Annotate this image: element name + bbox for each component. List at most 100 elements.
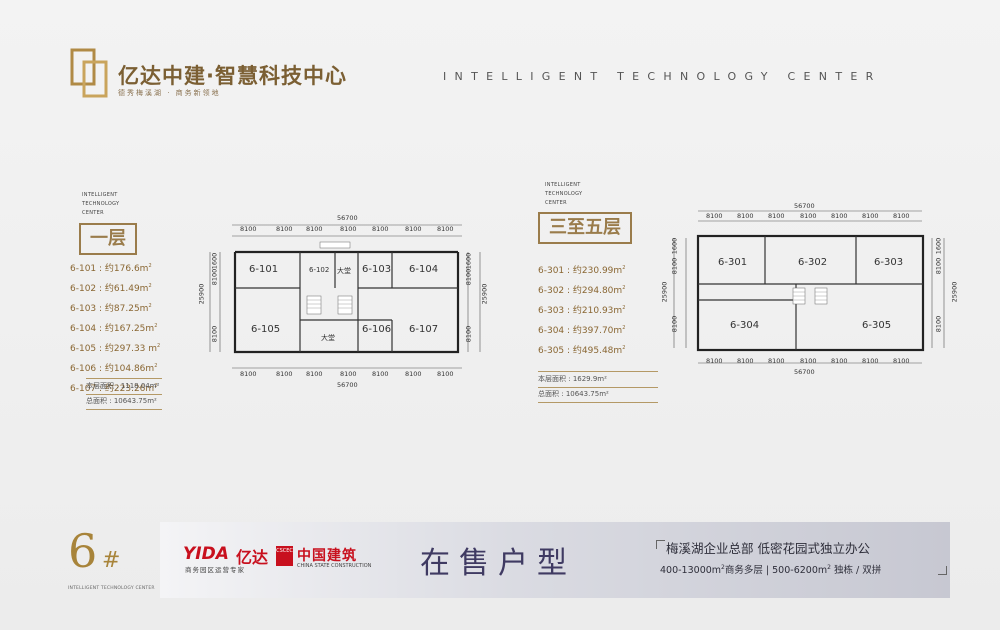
floor3to5-unit-list: 6-301 : 约230.99m2 6-302 : 约294.80m2 6-30…	[538, 260, 625, 360]
side-dim: 8100	[464, 325, 473, 343]
bay-dim: 8100	[831, 212, 848, 220]
unit-row: 6-302 : 约294.80m2	[538, 285, 626, 296]
depth-dim: 25900	[480, 283, 489, 305]
floor1-total-width: 56700	[337, 214, 358, 222]
unit-row: 6-106 : 约104.86m2	[70, 363, 158, 374]
bay-dim: 8100	[768, 212, 785, 220]
room-label: 6-101	[249, 264, 279, 275]
bay-dim: 8100	[306, 370, 323, 378]
bay-dim: 8100	[276, 370, 293, 378]
room-label: 大堂	[321, 334, 335, 342]
side-dim: 8100	[464, 268, 473, 286]
depth-dim: 25900	[197, 283, 206, 305]
floor3to5-total-area: 总面积 : 10643.75m²	[538, 387, 658, 403]
room-label: 6-301	[718, 257, 748, 268]
bay-dim: 8100	[800, 212, 817, 220]
unit-row: 6-102 : 约61.49m2	[70, 283, 152, 294]
room-label: 6-107	[409, 324, 439, 335]
unit-row: 6-104 : 约167.25m2	[70, 323, 158, 334]
cscec-english: CHINA STATE CONSTRUCTION	[297, 563, 372, 569]
cscec-logo-icon: CSCEC	[276, 546, 293, 566]
bracket-top-left	[656, 540, 665, 549]
unit-row: 6-101 : 约176.6m2	[70, 263, 152, 274]
unit-row: 6-303 : 约210.93m2	[538, 305, 626, 316]
building-hash: #	[102, 548, 121, 573]
floor1-plan	[209, 224, 481, 369]
bay-dim: 8100	[706, 357, 723, 365]
yida-logo: YIDA	[183, 544, 229, 564]
bay-dim: 8100	[437, 370, 454, 378]
room-label: 6-303	[874, 257, 904, 268]
building-number: 6	[68, 524, 98, 578]
bay-dim: 8100	[240, 370, 257, 378]
bay-dim: 8100	[405, 370, 422, 378]
bay-dim: 8100	[340, 370, 357, 378]
room-label: 6-105	[251, 324, 281, 335]
banner-title: 在售户型	[420, 546, 576, 581]
floor3to5-total-width-bottom: 56700	[794, 368, 815, 376]
bay-dim: 8100	[737, 212, 754, 220]
bay-dim: 8100	[372, 225, 389, 233]
side-dim: 1600	[210, 252, 219, 270]
bay-dim: 8100	[737, 357, 754, 365]
bay-dim: 8100	[893, 357, 910, 365]
room-label: 6-103	[362, 264, 392, 275]
room-label: 6-305	[862, 320, 892, 331]
logo-icon	[70, 48, 108, 98]
side-dim: 8100	[670, 315, 679, 333]
yida-slogan: 商务园区运营专家	[185, 566, 245, 574]
room-label: 6-304	[730, 320, 760, 331]
floor3to5-plan	[673, 210, 945, 364]
bay-dim: 8100	[893, 212, 910, 220]
bay-dim: 8100	[306, 225, 323, 233]
unit-row: 6-305 : 约495.48m2	[538, 345, 626, 356]
bay-dim: 8100	[276, 225, 293, 233]
floor1-floor-area: 本层面积 : 1118.04m²	[86, 378, 162, 395]
unit-row: 6-107 : 约223.26m2	[70, 383, 158, 394]
building-english: INTELLIGENT TECHNOLOGY CENTER	[68, 586, 155, 591]
bay-dim: 8100	[706, 212, 723, 220]
yida-logo-cn: 亿达	[236, 548, 269, 567]
side-dim: 8100	[210, 268, 219, 286]
unit-row: 6-105 : 约297.33 m2	[70, 343, 161, 354]
room-label: 大堂	[337, 267, 351, 275]
floor1-total-width-bottom: 56700	[337, 381, 358, 389]
banner-size-ranges: 400-13000m2商务多层 | 500-6200m2 独栋 / 双拼	[660, 563, 882, 576]
bay-dim: 8100	[862, 357, 879, 365]
side-dim: 1600	[464, 252, 473, 270]
bay-dim: 8100	[800, 357, 817, 365]
room-label: 6-104	[409, 264, 439, 275]
depth-dim: 25900	[950, 281, 959, 303]
bracket-bottom-right	[938, 566, 947, 575]
cscec-name: 中国建筑	[297, 548, 357, 564]
room-label: 6-302	[798, 257, 828, 268]
floor3to5-english: INTELLIGENT TECHNOLOGY CENTER	[545, 182, 583, 206]
floor3to5-label: 三至五层	[538, 212, 632, 244]
bay-dim: 8100	[437, 225, 454, 233]
room-label: 6-102	[309, 266, 330, 274]
bay-dim: 8100	[372, 370, 389, 378]
logo-title: 亿达中建·智慧科技中心	[118, 64, 347, 88]
bay-dim: 8100	[768, 357, 785, 365]
side-dim: 8100	[210, 325, 219, 343]
unit-row: 6-304 : 约397.70m2	[538, 325, 626, 336]
floor3to5-floor-area: 本层面积 : 1629.9m²	[538, 371, 658, 388]
side-dim: 8100	[934, 257, 943, 275]
bay-dim: 8100	[340, 225, 357, 233]
room-label: 6-106	[362, 324, 392, 335]
unit-row: 6-301 : 约230.99m2	[538, 265, 626, 276]
floor1-unit-list: 6-101 : 约176.6m2 6-102 : 约61.49m2 6-103 …	[70, 258, 160, 398]
floor3to5-total-width: 56700	[794, 202, 815, 210]
floor1-label: 一层	[79, 223, 137, 255]
bay-dim: 8100	[862, 212, 879, 220]
bay-dim: 8100	[240, 225, 257, 233]
logo-subtitle: 德秀梅溪湖 · 商务新领地	[118, 89, 221, 97]
floor1-total-area: 总面积 : 10643.75m²	[86, 394, 162, 410]
floor1-english: INTELLIGENT TECHNOLOGY CENTER	[82, 192, 120, 216]
bay-dim: 8100	[405, 225, 422, 233]
banner-tagline: 梅溪湖企业总部 低密花园式独立办公	[666, 541, 870, 556]
side-dim: 1600	[934, 237, 943, 255]
side-dim: 1600	[670, 237, 679, 255]
unit-row: 6-103 : 约87.25m2	[70, 303, 152, 314]
